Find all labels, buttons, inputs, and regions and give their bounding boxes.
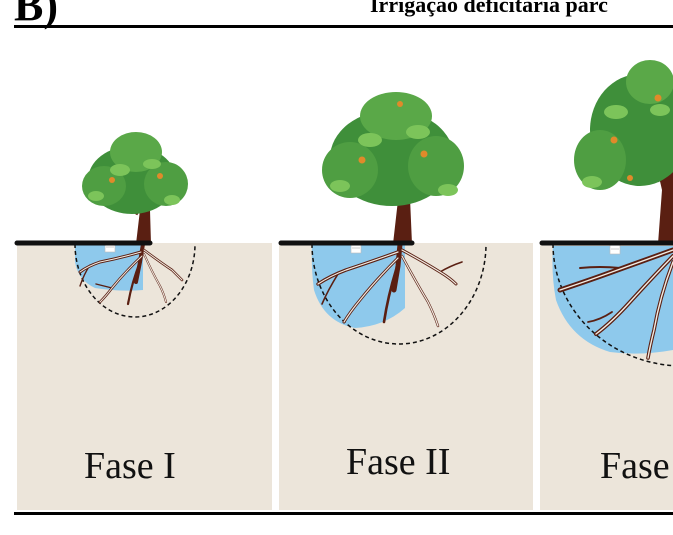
root-zone-boundary-2 (311, 243, 487, 345)
phase-2-panel: Fase II (278, 92, 533, 510)
soil-block-1 (17, 243, 272, 510)
phase-2-label: Fase II (346, 441, 450, 483)
phase-3-panel: Fase (539, 60, 673, 510)
phase-3-label: Fase (600, 445, 670, 487)
panel-label: B) (14, 0, 58, 30)
figure-title: Irrigação deficitária parc (370, 0, 608, 17)
root-zone-boundary-3 (552, 243, 673, 367)
phase-1-panel: Fase I (14, 132, 272, 510)
phase-1-label: Fase I (84, 445, 176, 487)
root-zone-boundary-1 (74, 243, 196, 318)
tree-icon (322, 92, 464, 244)
top-rule (14, 25, 673, 28)
wet-bulb-2 (311, 244, 405, 328)
roots-highlight-2 (317, 249, 457, 327)
bottom-rule (14, 512, 673, 515)
tree-icon (574, 60, 673, 244)
tree-icon (82, 132, 188, 244)
wet-bulb-3 (552, 246, 673, 354)
roots-highlight-3 (559, 249, 673, 359)
roots-highlight-1 (79, 249, 183, 303)
